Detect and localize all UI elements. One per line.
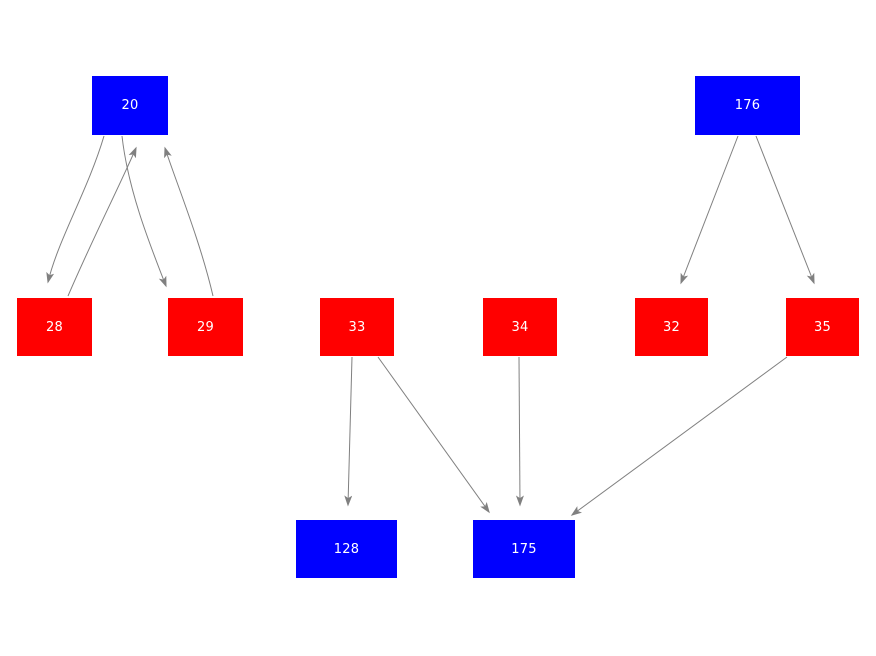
graph-node-128[interactable]: 128	[296, 520, 397, 578]
graph-node-label: 32	[663, 319, 680, 335]
graph-node-label: 33	[348, 319, 366, 335]
graph-edge	[121, 135, 167, 288]
graph-edge	[377, 356, 490, 514]
graph-node-34[interactable]: 34	[483, 298, 557, 356]
graph-node-label: 128	[333, 541, 360, 557]
graph-edge	[164, 146, 214, 297]
graph-node-label: 20	[121, 98, 139, 113]
graph-edge	[570, 356, 788, 516]
graph-node-28[interactable]: 28	[17, 298, 92, 356]
graph-node-label: 34	[511, 319, 529, 335]
graph-edge	[515, 356, 524, 507]
graph-node-20[interactable]: 20	[92, 76, 168, 135]
graph-node-label: 176	[734, 98, 761, 113]
graph-node-33[interactable]: 33	[320, 298, 394, 356]
graph-node-35[interactable]: 35	[786, 298, 859, 356]
graph-node-175[interactable]: 175	[473, 520, 575, 578]
graph-edge	[680, 135, 739, 285]
graph-node-label: 28	[46, 319, 63, 335]
graph-node-32[interactable]: 32	[635, 298, 708, 356]
graph-node-label: 175	[511, 541, 537, 557]
edges-group	[46, 135, 815, 516]
graph-node-29[interactable]: 29	[168, 298, 243, 356]
graph-edge	[755, 135, 815, 285]
graph-edge	[344, 356, 353, 507]
graph-edge	[67, 146, 137, 297]
graph-node-label: 29	[197, 319, 214, 335]
graph-node-176[interactable]: 176	[695, 76, 800, 135]
graph-node-label: 35	[814, 319, 831, 335]
graph-edge	[46, 135, 105, 284]
